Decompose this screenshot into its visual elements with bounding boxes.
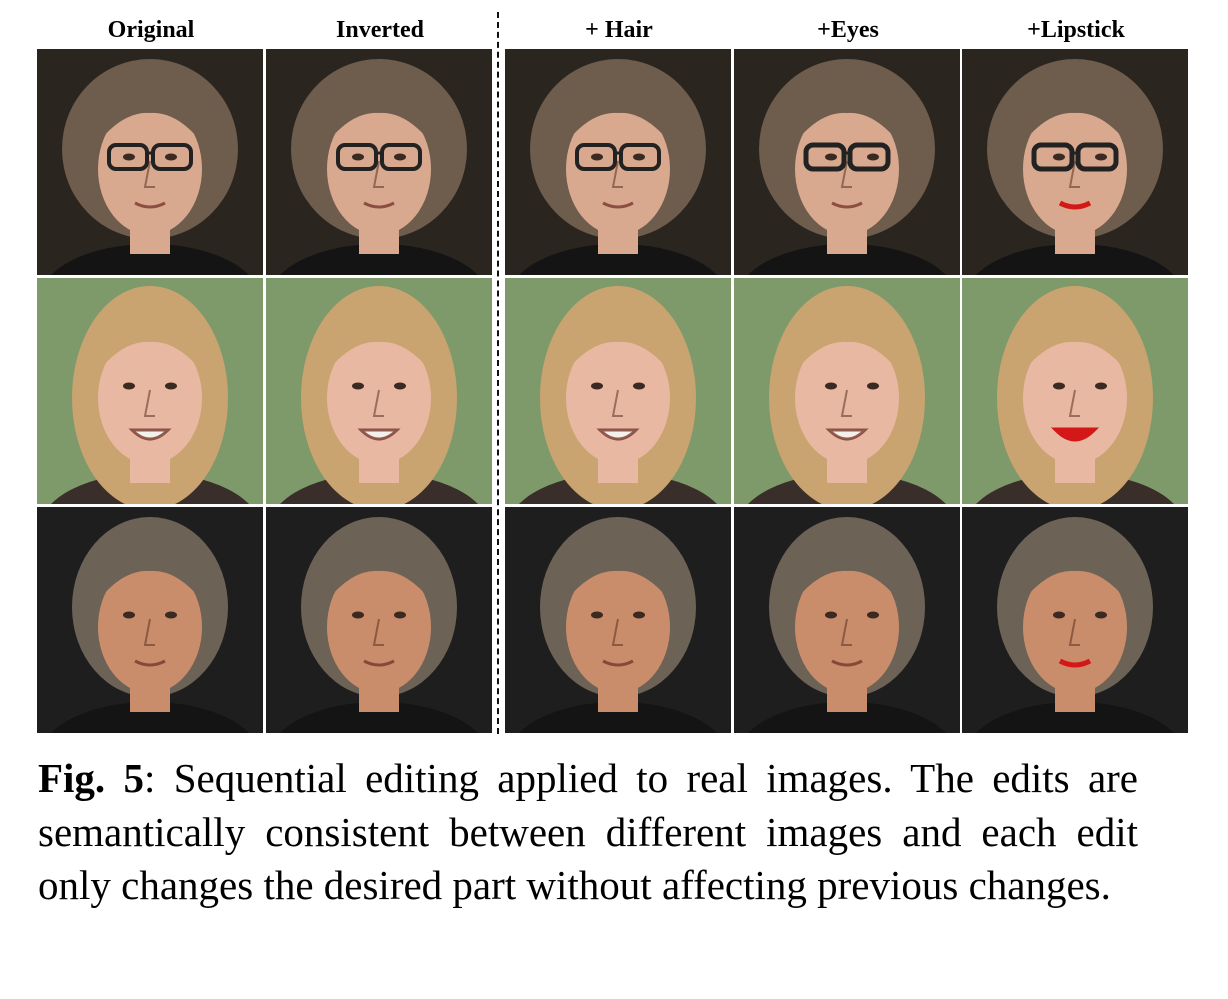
column-header-original: Original (107, 17, 195, 43)
portrait-eyes-row-3 (734, 507, 960, 733)
portrait-lipstick-row-2 (962, 278, 1188, 504)
column-header-hair: + Hair (585, 17, 653, 43)
portrait-inverted-row-3 (266, 507, 492, 733)
portrait-inverted-row-2 (266, 278, 492, 504)
column-header-lipstick: +Lipstick (1027, 17, 1125, 43)
portrait-hair-row-2 (505, 278, 731, 504)
figure-panel: Original Inverted + Hair +Eyes +Lipstick (37, 12, 1188, 734)
portrait-lipstick-row-1 (962, 49, 1188, 275)
portrait-lipstick-row-3 (962, 507, 1188, 733)
portrait-original-row-2 (37, 278, 263, 504)
portrait-inverted-row-1 (266, 49, 492, 275)
column-header-eyes: +Eyes (817, 17, 879, 43)
portrait-hair-row-1 (505, 49, 731, 275)
dashed-divider (497, 12, 499, 734)
figure-label: Fig. 5 (38, 755, 144, 801)
portrait-hair-row-3 (505, 507, 731, 733)
portrait-eyes-row-1 (734, 49, 960, 275)
column-header-inverted: Inverted (336, 17, 424, 43)
figure-caption: Fig. 5: Sequential editing applied to re… (38, 752, 1138, 913)
portrait-original-row-3 (37, 507, 263, 733)
portrait-eyes-row-2 (734, 278, 960, 504)
caption-text: : Sequential editing applied to real ima… (38, 755, 1138, 908)
portrait-original-row-1 (37, 49, 263, 275)
